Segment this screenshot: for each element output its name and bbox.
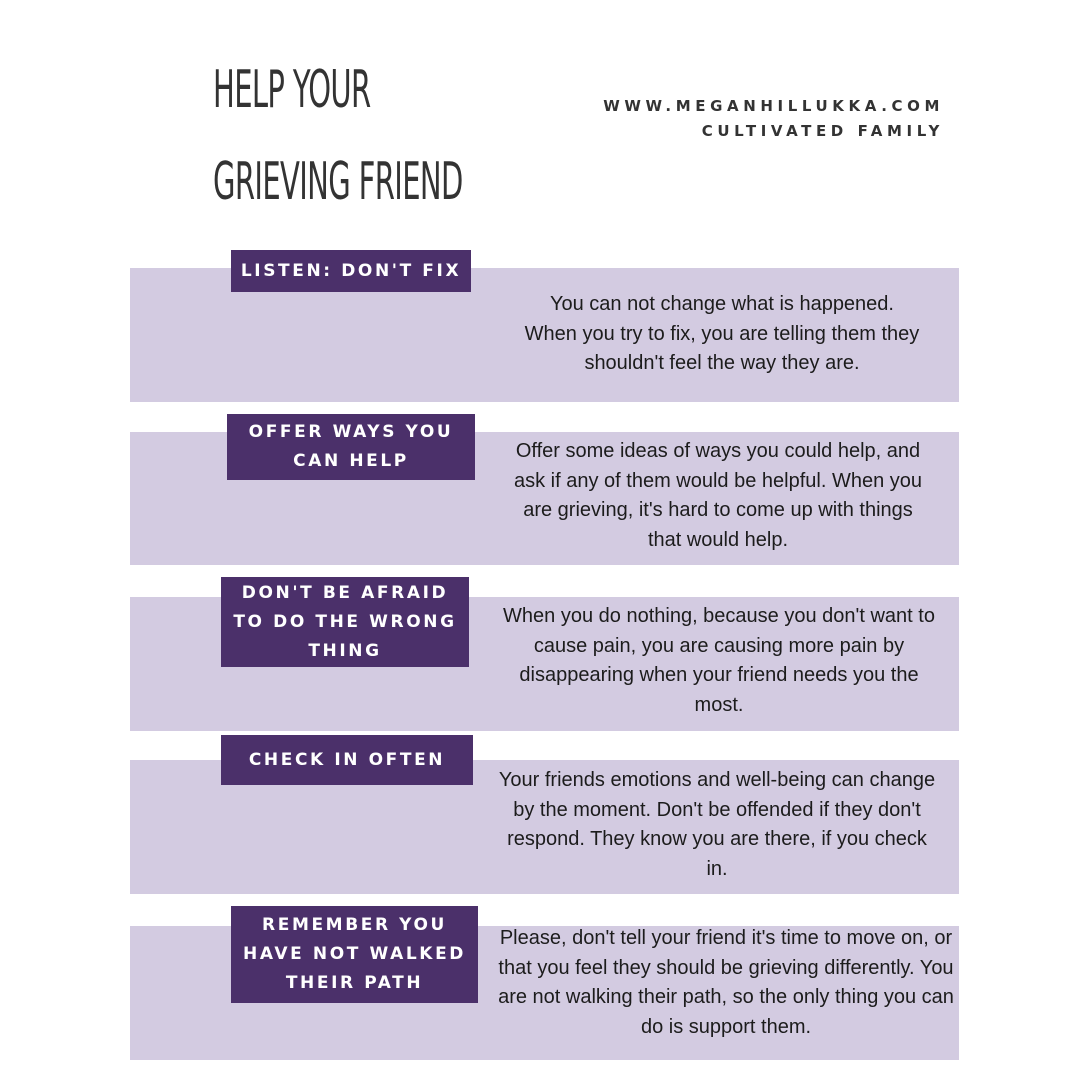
tip-heading-5: REMEMBER YOU HAVE NOT WALKED THEIR PATH	[231, 906, 478, 1003]
tip-body-1: You can not change what is happened. Whe…	[524, 293, 920, 374]
tip-heading-2: OFFER WAYS YOU CAN HELP	[227, 414, 475, 480]
website-url: WWW.MEGANHILLUKKA.COM	[603, 97, 944, 115]
tip-heading-4: CHECK IN OFTEN	[221, 735, 473, 785]
title-line-2: grieving friend	[213, 152, 463, 212]
page-title: Help your grieving friend	[213, 44, 463, 228]
tip-heading-3: DON'T BE AFRAID TO DO THE WRONG THING	[221, 577, 469, 667]
tip-body-5: Please, don't tell your friend it's time…	[498, 927, 954, 1038]
site-credit: WWW.MEGANHILLUKKA.COM CULTIVATED FAMILY	[603, 94, 944, 144]
tip-body-3: When you do nothing, because you don't w…	[503, 605, 935, 716]
tip-heading-1: LISTEN: DON'T FIX	[231, 250, 471, 292]
brand-name: CULTIVATED FAMILY	[701, 122, 944, 140]
tip-body-4: Your friends emotions and well-being can…	[498, 769, 936, 880]
title-line-1: Help your	[213, 60, 371, 120]
tip-body-2: Offer some ideas of ways you could help,…	[513, 440, 922, 551]
